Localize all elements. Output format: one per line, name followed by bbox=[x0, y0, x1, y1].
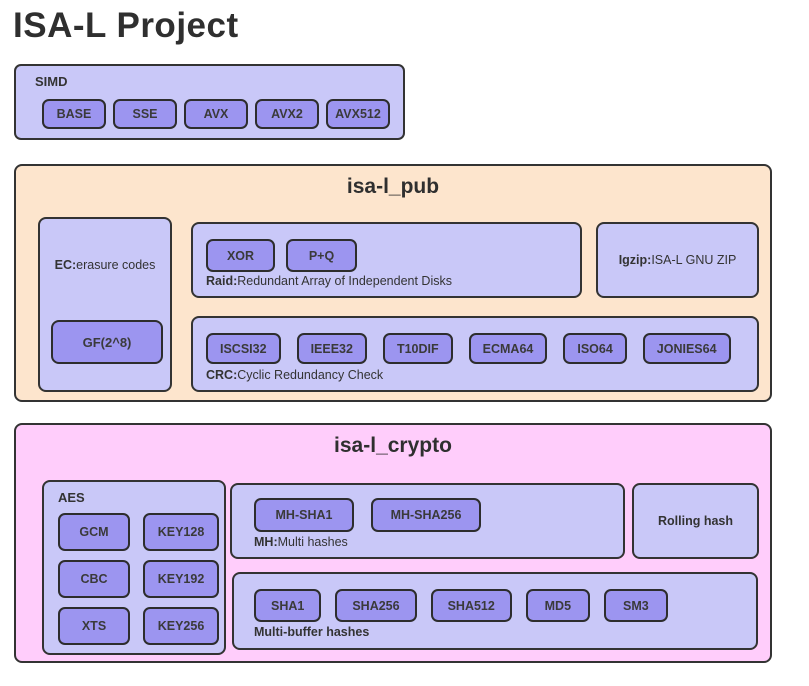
multi-buffer-hashes-node: SHA1 SHA256 SHA512 MD5 SM3 Multi-buffer … bbox=[232, 572, 758, 650]
simd-label: SIMD bbox=[35, 74, 68, 89]
aes-label: AES bbox=[58, 490, 85, 505]
crc-iscsi32-node[interactable]: ISCSI32 bbox=[206, 333, 281, 364]
simd-sse-node[interactable]: SSE bbox=[113, 99, 177, 129]
mbh-sha1-node[interactable]: SHA1 bbox=[254, 589, 322, 622]
igzip-node: Igzip:ISA-L GNU ZIP bbox=[596, 222, 759, 298]
aes-gcm-node[interactable]: GCM bbox=[58, 513, 130, 551]
simd-button-row: BASE SSE AVX AVX2 AVX512 bbox=[42, 99, 390, 129]
aes-key192-node[interactable]: KEY192 bbox=[143, 560, 219, 598]
raid-pq-node[interactable]: P+Q bbox=[286, 239, 357, 272]
mh-label: MH:Multi hashes bbox=[254, 535, 348, 549]
simd-avx512-node[interactable]: AVX512 bbox=[326, 99, 390, 129]
simd-avx-node[interactable]: AVX bbox=[184, 99, 248, 129]
crc-iso64-node[interactable]: ISO64 bbox=[563, 333, 627, 364]
aes-node: AES GCM KEY128 CBC KEY192 XTS KEY256 bbox=[42, 480, 226, 655]
page-title: ISA-L Project bbox=[13, 6, 239, 45]
mh-sha256-node[interactable]: MH-SHA256 bbox=[371, 498, 481, 532]
gf-node[interactable]: GF(2^8) bbox=[51, 320, 163, 364]
raid-xor-node[interactable]: XOR bbox=[206, 239, 275, 272]
crc-jonies64-node[interactable]: JONIES64 bbox=[642, 333, 731, 364]
mbh-sha512-node[interactable]: SHA512 bbox=[430, 589, 512, 622]
isa-l-crypto-section: isa-l_crypto AES GCM KEY128 CBC KEY192 X… bbox=[14, 423, 772, 663]
aes-button-grid: GCM KEY128 CBC KEY192 XTS KEY256 bbox=[58, 513, 219, 645]
simd-avx2-node[interactable]: AVX2 bbox=[255, 99, 319, 129]
mbh-button-row: SHA1 SHA256 SHA512 MD5 SM3 bbox=[254, 589, 668, 622]
multi-buffer-hashes-label: Multi-buffer hashes bbox=[254, 625, 370, 639]
crc-ieee32-node[interactable]: IEEE32 bbox=[296, 333, 367, 364]
crc-t10dif-node[interactable]: T10DIF bbox=[382, 333, 453, 364]
raid-button-row: XOR P+Q bbox=[206, 239, 357, 272]
crc-button-row: ISCSI32 IEEE32 T10DIF ECMA64 ISO64 JONIE… bbox=[206, 333, 731, 364]
mh-sha1-node[interactable]: MH-SHA1 bbox=[254, 498, 354, 532]
crc-label: CRC:Cyclic Redundancy Check bbox=[206, 368, 384, 382]
mbh-sm3-node[interactable]: SM3 bbox=[603, 589, 668, 622]
ec-node: EC:erasure codes GF(2^8) bbox=[38, 217, 172, 392]
aes-key128-node[interactable]: KEY128 bbox=[143, 513, 219, 551]
isa-l-crypto-title: isa-l_crypto bbox=[334, 434, 452, 457]
crc-ecma64-node[interactable]: ECMA64 bbox=[468, 333, 548, 364]
raid-label: Raid:Redundant Array of Independent Disk… bbox=[206, 274, 452, 288]
isa-l-pub-title: isa-l_pub bbox=[346, 175, 440, 198]
igzip-label: Igzip:ISA-L GNU ZIP bbox=[618, 253, 737, 267]
mbh-md5-node[interactable]: MD5 bbox=[525, 589, 590, 622]
simd-base-node[interactable]: BASE bbox=[42, 99, 106, 129]
rolling-hash-node: Rolling hash bbox=[632, 483, 759, 559]
raid-node: XOR P+Q Raid:Redundant Array of Independ… bbox=[191, 222, 582, 298]
isa-l-pub-section: isa-l_pub EC:erasure codes GF(2^8) XOR P… bbox=[14, 164, 772, 402]
simd-group: SIMD BASE SSE AVX AVX2 AVX512 bbox=[14, 64, 405, 140]
crc-node: ISCSI32 IEEE32 T10DIF ECMA64 ISO64 JONIE… bbox=[191, 316, 759, 392]
ec-label: EC:erasure codes bbox=[54, 258, 156, 272]
mh-button-row: MH-SHA1 MH-SHA256 bbox=[254, 498, 481, 532]
aes-xts-node[interactable]: XTS bbox=[58, 607, 130, 645]
mbh-sha256-node[interactable]: SHA256 bbox=[335, 589, 417, 622]
aes-key256-node[interactable]: KEY256 bbox=[143, 607, 219, 645]
mh-node: MH-SHA1 MH-SHA256 MH:Multi hashes bbox=[230, 483, 625, 559]
rolling-hash-label: Rolling hash bbox=[658, 514, 733, 528]
aes-cbc-node[interactable]: CBC bbox=[58, 560, 130, 598]
